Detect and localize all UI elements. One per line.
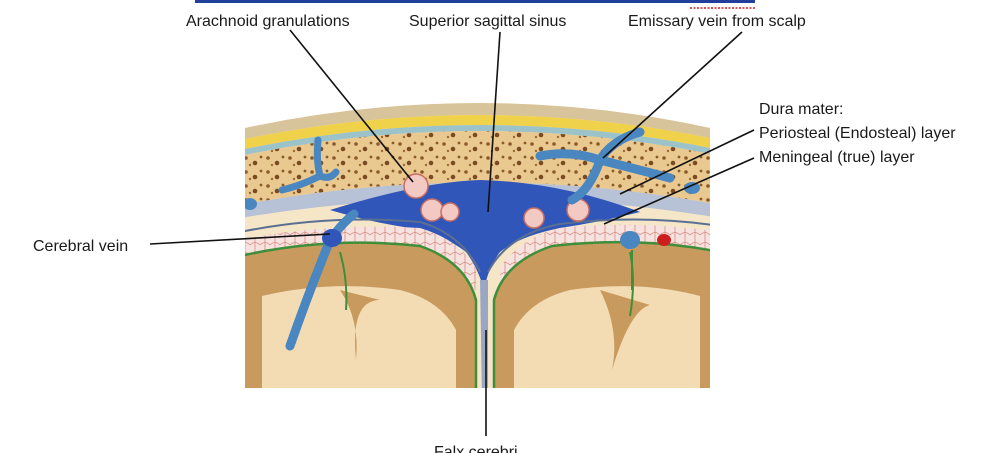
- label-superior-sagittal-sinus: Superior sagittal sinus: [409, 13, 566, 30]
- label-dura-mater: Dura mater:: [759, 101, 843, 118]
- cross-section-illustration: [240, 80, 720, 400]
- label-arachnoid-granulations: Arachnoid granulations: [186, 13, 350, 30]
- label-periosteal-layer: Periosteal (Endosteal) layer: [759, 125, 956, 142]
- meningeal-artery: [657, 234, 671, 246]
- cropped-heading-remnant: [195, 0, 756, 8]
- label-emissary-vein: Emissary vein from scalp: [628, 13, 806, 30]
- label-meningeal-layer: Meningeal (true) layer: [759, 149, 915, 166]
- label-falx-cerebri: Falx cerebri: [434, 444, 518, 453]
- label-cerebral-vein: Cerebral vein: [33, 238, 128, 255]
